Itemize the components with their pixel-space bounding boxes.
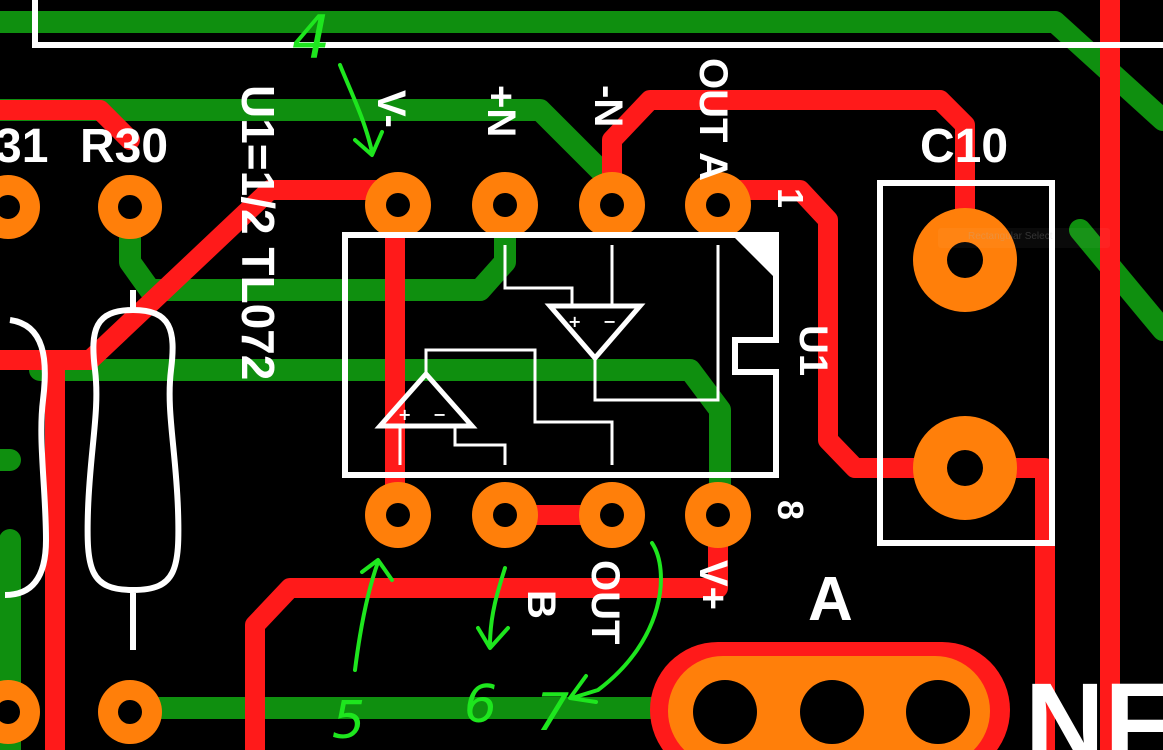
board-outline-top [32,0,1163,48]
pad-u1-2 [579,172,645,238]
pin-label-in-plus: +N [479,85,523,137]
opamp-b-triangle [374,370,478,429]
pad-u1-7 [579,482,645,548]
top-trace-bottom-loop [245,505,728,750]
pin1-marker [735,238,776,279]
r30-body [84,290,182,650]
u1-pads [365,172,751,548]
arrow-6 [476,566,510,650]
pad-r31-top [0,175,40,239]
handwritten-4: 4 [292,3,330,73]
silkscreen-labels: 31 R30 C10 U1=1/2 TL072 U1 1 8 V- +N -N … [0,58,1163,750]
pad-r30-top [98,175,162,239]
pin-label-out: OUT [583,560,627,644]
opamp-wire-4 [424,348,614,465]
top-trace-u1-diag [80,180,405,370]
c10-label: C10 [920,120,1008,173]
bottom-trace-top-bus [0,11,1163,131]
opamp-a-triangle [544,303,646,362]
u1-ref-label: U1 [791,325,835,376]
bottom-trace-v-minus [0,99,621,191]
u1-description: U1=1/2 TL072 [232,85,284,380]
silkscreen-outlines [4,0,1163,650]
pin-label-v-minus: V- [369,90,413,128]
handwritten-annotations [338,63,663,704]
connector-hole-2 [800,680,864,744]
connector-hole-3 [906,680,970,744]
top-trace-out-a [602,90,975,270]
pad-c10-1 [913,208,1017,312]
opamp-signs: + − + − [398,312,616,424]
arrow-5 [353,558,394,672]
top-copper-layer [0,0,1120,750]
opamp-wire-6 [453,426,507,465]
pin-label-out-a: OUT A [691,58,735,181]
three-pad-connector [650,642,1010,750]
tool-tooltip-text: Rectangular Select [968,231,1053,242]
pin1-label: 1 [770,188,811,208]
bottom-trace-mid [29,359,731,521]
opamp-wire-3 [593,245,720,402]
pad-c10-2 [913,416,1017,520]
r31-label: 31 [0,120,48,173]
connector-hole-1 [693,680,757,744]
pin-label-b: B [519,590,563,619]
pin-label-in-minus: -N [586,85,630,127]
pad-u1-1 [685,172,751,238]
opamp-a-minus: − [603,312,616,331]
pad-r31-bottom [0,680,40,744]
label-nf: NF [1025,661,1163,750]
r30-label: R30 [80,120,168,173]
top-trace-r30-diag [0,100,140,150]
handwritten-numbers: 4 5 6 7 [292,3,569,750]
handwritten-6: 6 [464,675,497,735]
top-trace-pin1-to-c10 [708,180,1055,750]
pad-u1-6 [472,482,538,548]
handwritten-5: 5 [332,691,365,750]
handwritten-7: 7 [536,683,569,743]
pad-r30-bottom [98,680,162,744]
c10-outline [877,180,1055,546]
opamp-b-plus: + [398,405,411,424]
opamp-b-minus: − [433,405,446,424]
other-pads [0,175,1017,744]
tool-tooltip-box [938,228,1110,248]
pad-u1-3 [472,172,538,238]
arrow-4 [338,63,384,157]
bottom-trace-top-right [1069,219,1163,341]
pin8-label: 8 [770,500,811,520]
bottom-copper-layer [0,11,1163,750]
opamp-a-plus: + [568,312,581,331]
opamp-symbols [374,245,720,465]
label-a: A [808,565,853,634]
arrow-7 [568,541,663,704]
r31-body [4,317,50,598]
pad-u1-8 [685,482,751,548]
pin-label-v-plus: V+ [691,560,735,610]
opamp-wire-1 [503,245,574,306]
pad-u1-4 [365,172,431,238]
pad-u1-5 [365,482,431,548]
